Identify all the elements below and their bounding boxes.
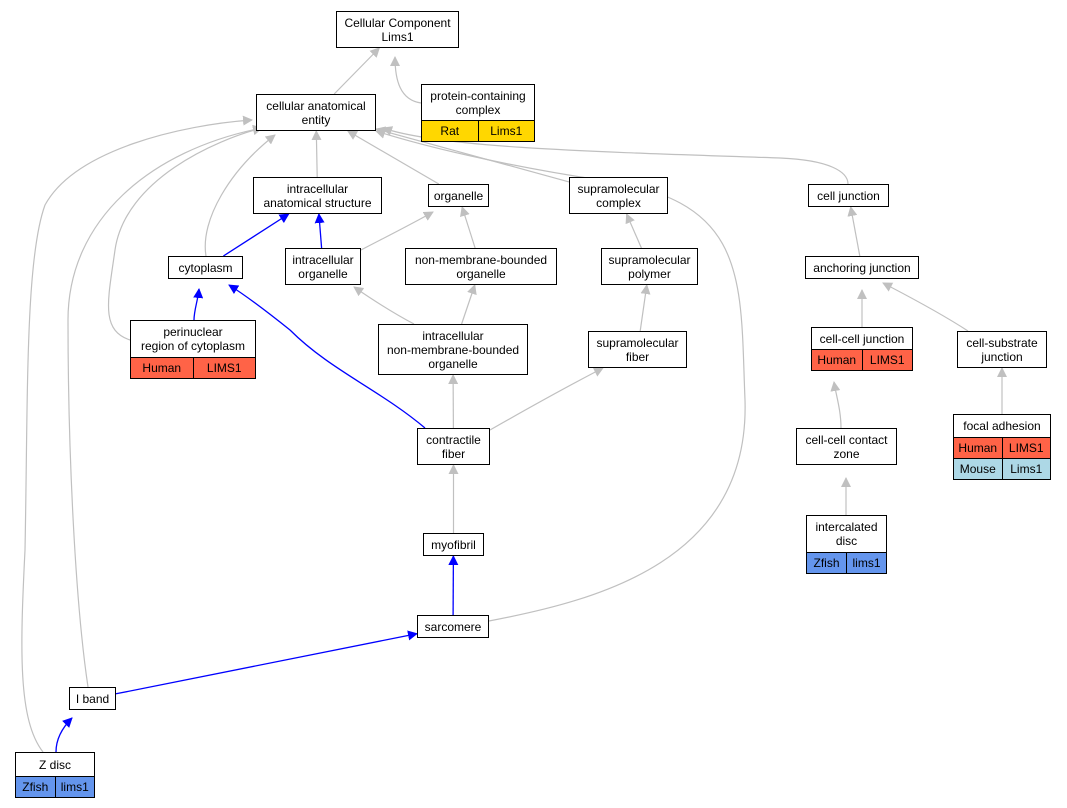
- node-label: cell junction: [817, 188, 880, 203]
- node-label: focal adhesion: [963, 419, 1041, 433]
- edge-aj-to-cj: [847, 206, 861, 257]
- node-label: cytoplasm: [178, 260, 233, 275]
- edge-cf-to-cyt: [228, 284, 426, 429]
- node-myo[interactable]: myofibril: [423, 533, 484, 556]
- annotation-row: Human LIMS1: [812, 349, 912, 370]
- species-cell: Human: [817, 353, 857, 367]
- node-smf[interactable]: supramolecular fiber: [588, 331, 687, 368]
- annotation-row: Human LIMS1: [131, 357, 255, 378]
- node-label: I band: [75, 691, 110, 706]
- node-label: contractile fiber: [426, 432, 481, 461]
- node-org[interactable]: organelle: [428, 184, 489, 207]
- edge-nmbo-to-org: [460, 206, 476, 249]
- node-cj[interactable]: cell junction: [808, 184, 889, 207]
- node-label: sarcomere: [424, 619, 482, 634]
- node-cc[interactable]: Cellular Component Lims1: [336, 11, 459, 48]
- annotation-row: Rat Lims1: [422, 120, 534, 141]
- node-label: intracellular non-membrane-bounded organ…: [386, 328, 520, 371]
- gene-cell: lims1: [54, 777, 95, 797]
- edge-inmbo-to-nmbo: [461, 284, 477, 325]
- node-aj[interactable]: anchoring junction: [805, 256, 919, 279]
- node-csj[interactable]: cell-substrate junction: [957, 331, 1047, 368]
- node-label: intercalated disc: [815, 520, 878, 548]
- species-cell: Rat: [440, 124, 460, 138]
- species-cell: Zfish: [22, 780, 49, 794]
- node-cyt[interactable]: cytoplasm: [168, 256, 243, 279]
- edge-io-to-ias: [314, 213, 325, 249]
- edge-org-to-cae: [346, 130, 440, 185]
- node-label: myofibril: [431, 537, 476, 552]
- edge-sar-to-cae: [375, 128, 746, 622]
- node-smc[interactable]: supramolecular complex: [569, 177, 668, 214]
- gene-cell: LIMS1: [861, 350, 913, 370]
- edge-smc-to-cae: [375, 126, 570, 183]
- node-label: supramolecular fiber: [596, 335, 679, 364]
- node-label: non-membrane-bounded organelle: [414, 252, 548, 281]
- gene-cell: LIMS1: [1001, 438, 1051, 458]
- node-sar[interactable]: sarcomere: [417, 615, 489, 638]
- node-label: intracellular anatomical structure: [263, 181, 372, 210]
- node-label: organelle: [433, 188, 484, 203]
- node-cae[interactable]: cellular anatomical entity: [256, 94, 376, 131]
- species-cell: Human: [958, 441, 998, 455]
- edge-cyt-to-ias: [223, 213, 290, 257]
- edge-smf-to-smp: [639, 284, 651, 332]
- annotation-row: Zfish lims1: [16, 776, 94, 797]
- species-cell: Mouse: [959, 462, 996, 476]
- edge-inmbo-to-io: [353, 286, 415, 325]
- edge-cae-to-cc: [333, 47, 381, 95]
- node-label: cell-substrate junction: [966, 335, 1038, 364]
- edge-ias-to-cae: [311, 130, 322, 178]
- node-io[interactable]: intracellular organelle: [285, 248, 361, 285]
- node-label: protein-containing complex: [430, 88, 526, 117]
- annotation-row: Zfish lims1: [807, 552, 886, 573]
- node-smp[interactable]: supramolecular polymer: [601, 248, 698, 285]
- node-ias[interactable]: intracellular anatomical structure: [253, 177, 382, 214]
- node-cccz[interactable]: cell-cell contact zone: [796, 428, 897, 465]
- node-nmbo[interactable]: non-membrane-bounded organelle: [405, 248, 557, 285]
- edge-zd-to-ib: [55, 717, 73, 753]
- edge-pcc-to-cc: [390, 56, 422, 104]
- node-label: cellular anatomical entity: [266, 98, 366, 127]
- node-label: cell-cell contact zone: [805, 432, 888, 461]
- node-inmbo[interactable]: intracellular non-membrane-bounded organ…: [378, 324, 528, 375]
- edge-prc-to-cae: [107, 125, 263, 341]
- node-label: perinuclear region of cytoplasm: [140, 325, 246, 353]
- edge-cf-to-smf: [489, 367, 604, 431]
- species-cell: Zfish: [813, 556, 840, 570]
- edge-prc-to-cyt: [193, 288, 204, 321]
- gene-cell: Lims1: [477, 121, 535, 141]
- node-label: intracellular organelle: [292, 252, 354, 281]
- annotation-row: Mouse Lims1: [954, 458, 1050, 479]
- node-label: Z disc: [38, 757, 71, 772]
- node-label: supramolecular complex: [577, 181, 660, 210]
- gene-cell: LIMS1: [192, 358, 256, 378]
- edge-io-to-org: [360, 211, 434, 251]
- edge-ib-to-cae: [67, 124, 263, 688]
- gene-cell: lims1: [846, 553, 886, 573]
- edge-smp-to-smc: [625, 213, 642, 249]
- node-label: supramolecular polymer: [608, 252, 691, 281]
- edge-ib-to-sar: [115, 630, 418, 695]
- edge-cyt-to-cae: [204, 134, 276, 257]
- node-label: anchoring junction: [813, 260, 911, 275]
- gene-cell: Lims1: [1001, 459, 1051, 479]
- edge-csj-to-aj: [882, 282, 969, 332]
- edge-cccz-to-ccj: [830, 381, 842, 429]
- node-label: Cellular Component Lims1: [344, 15, 451, 44]
- edge-zd-to-cae: [21, 115, 253, 753]
- node-ib[interactable]: I band: [69, 687, 116, 710]
- species-cell: Human: [142, 361, 182, 375]
- node-label: cell-cell junction: [819, 331, 905, 346]
- node-cf[interactable]: contractile fiber: [417, 428, 490, 465]
